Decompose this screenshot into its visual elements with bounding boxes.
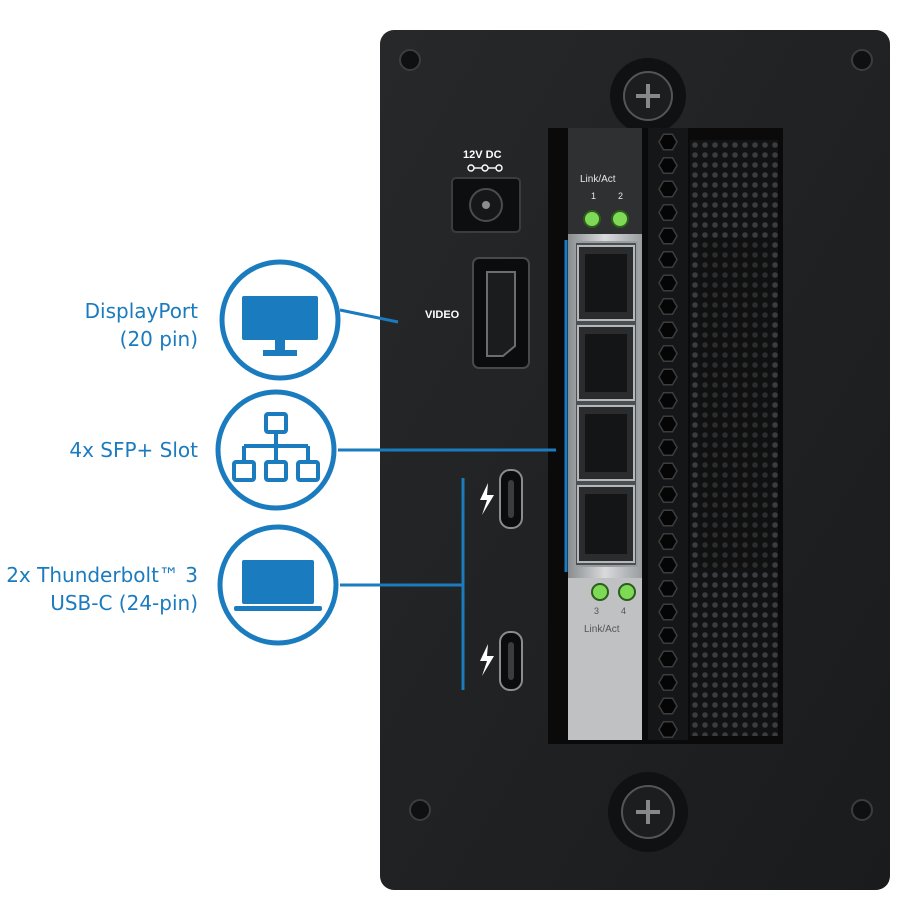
network-icon	[232, 412, 320, 482]
led-1	[583, 210, 601, 228]
vent-hole	[658, 297, 678, 316]
led-2	[611, 210, 629, 228]
vent-hole	[658, 227, 678, 245]
video-label: VIDEO	[425, 309, 460, 321]
callout-displayport-line1: DisplayPort	[84, 299, 198, 323]
led-4	[618, 583, 636, 601]
monitor-icon	[242, 296, 318, 356]
callout-circle-thunderbolt	[217, 524, 339, 646]
vent-hole	[658, 391, 678, 410]
laptop-icon	[234, 560, 322, 611]
card-port-4: 4	[621, 606, 626, 616]
callout-sfp-text: 4x SFP+ Slot	[69, 436, 198, 464]
perforated-grill	[690, 140, 778, 736]
sfp-cage-4	[577, 485, 635, 563]
thumbscrew-bottom	[608, 772, 688, 852]
vent-hole	[658, 180, 678, 198]
sfp-cage-3	[577, 405, 635, 481]
vent-column	[648, 128, 688, 740]
callout-circle-displayport	[219, 259, 341, 381]
callout-circle-sfp	[215, 389, 337, 511]
displayport-connector	[472, 257, 530, 369]
vent-hole	[658, 203, 678, 222]
vent-hole	[658, 368, 678, 386]
vent-hole	[658, 485, 678, 504]
card-port-1: 1	[591, 191, 596, 201]
card-port-3: 3	[594, 606, 599, 616]
callout-displayport-text: DisplayPort (20 pin)	[85, 297, 198, 353]
callout-sfp-line1: 4x SFP+ Slot	[69, 438, 198, 462]
callout-displayport-line2: (20 pin)	[119, 327, 198, 351]
card-port-2: 2	[618, 191, 623, 201]
vent-hole	[658, 556, 678, 574]
vent-hole	[658, 321, 678, 339]
vent-hole	[658, 720, 678, 739]
vent-hole	[658, 626, 678, 645]
vent-hole	[658, 650, 678, 668]
callout-thunderbolt-line2: USB-C (24-pin)	[50, 591, 198, 615]
sfp-cage-2	[577, 325, 635, 401]
vent-hole	[658, 673, 678, 692]
sfp-cages	[574, 241, 638, 567]
thunderbolt-port-1	[480, 469, 523, 529]
callout-lines	[338, 240, 568, 690]
vent-hole	[658, 415, 678, 433]
thunderbolt-port-2	[480, 631, 523, 691]
vent-hole	[658, 133, 678, 151]
vent-hole	[658, 250, 678, 269]
vent-hole	[658, 274, 678, 292]
callout-thunderbolt-text: 2x Thunderbolt™ 3 USB-C (24-pin)	[6, 561, 198, 617]
vent-hole	[658, 462, 678, 480]
thumbscrew-top	[610, 58, 686, 134]
power-label: 12V DC	[463, 149, 502, 161]
dc-power-jack	[451, 177, 521, 233]
vent-hole	[658, 156, 678, 175]
vent-hole	[658, 697, 678, 715]
led-3	[591, 583, 609, 601]
card-label-top: Link/Act	[580, 174, 616, 185]
vent-hole	[658, 532, 678, 551]
vent-hole	[658, 509, 678, 527]
vent-hole	[658, 344, 678, 363]
vent-hole	[658, 579, 678, 598]
dc-symbol	[467, 164, 503, 172]
vent-hole	[658, 603, 678, 621]
callout-thunderbolt-line1: 2x Thunderbolt™ 3	[6, 563, 198, 587]
sfp-cage-1	[577, 245, 635, 321]
corner-screws	[399, 49, 873, 821]
vent-hole	[658, 438, 678, 457]
card-label-bottom: Link/Act	[584, 624, 620, 635]
